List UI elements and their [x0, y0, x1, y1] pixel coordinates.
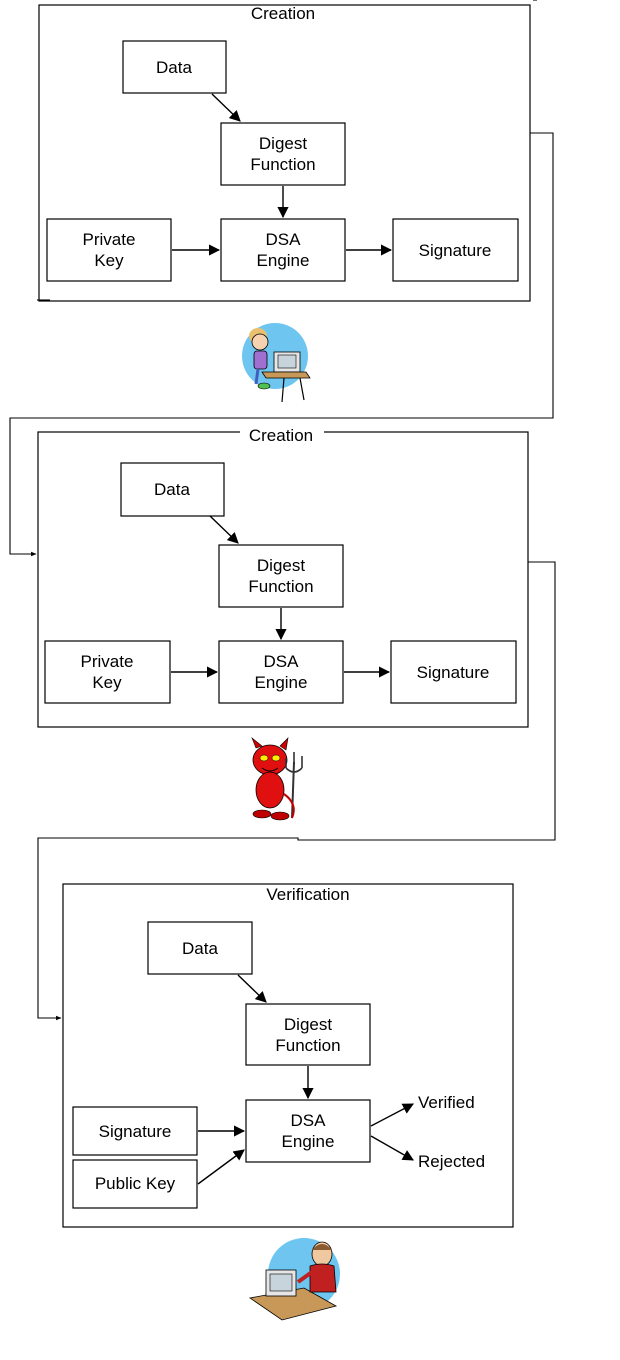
- verified-label: Verified: [418, 1093, 475, 1112]
- engine-label-line2: Engine: [282, 1132, 335, 1151]
- signature-box: [390, 640, 517, 704]
- arrow-engine-to-rejected: [370, 1135, 414, 1161]
- signature-label: Signature: [419, 241, 492, 260]
- data-box: [122, 40, 227, 94]
- private-key-label-line2: Key: [92, 673, 122, 692]
- data-box: [147, 921, 253, 975]
- digest-label-line2: Function: [248, 577, 313, 596]
- engine-label-line1: DSA: [291, 1111, 327, 1130]
- digest-label-line1: Digest: [259, 134, 307, 153]
- dsa-engine-box: [218, 640, 344, 704]
- title-mask: [240, 424, 324, 433]
- signature-label: Signature: [99, 1122, 172, 1141]
- signature-box: [392, 218, 519, 282]
- dsa-engine-box: [220, 218, 346, 282]
- engine-label-line1: DSA: [266, 230, 302, 249]
- panel-title: Creation: [249, 426, 313, 445]
- panel-verification: Verification Data Digest Function Signat…: [62, 883, 514, 1228]
- red-devil-with-pitchfork-icon: [251, 737, 303, 821]
- private-key-label-line1: Private: [83, 230, 136, 249]
- panel-title: Verification: [266, 885, 349, 904]
- engine-label-line2: Engine: [255, 673, 308, 692]
- engine-label-line2: Engine: [257, 251, 310, 270]
- woman-at-computer-icon: [242, 323, 311, 403]
- private-key-box: [44, 640, 171, 704]
- panel-creation-2: Creation Data Digest Function Private Ke…: [37, 424, 529, 728]
- private-key-label-line2: Key: [94, 251, 124, 270]
- arrow-data-to-digest: [209, 515, 239, 544]
- data-box: [120, 462, 225, 517]
- data-label: Data: [156, 58, 192, 77]
- panel-creation-1: Creation Data Digest Function Private Ke…: [38, 4, 531, 302]
- connector-panel2-to-panel3: [37, 561, 556, 1021]
- arrow-data-to-digest: [211, 93, 241, 122]
- man-at-computer-icon: [248, 1238, 340, 1321]
- data-label: Data: [154, 480, 190, 499]
- digest-label-line2: Function: [275, 1036, 340, 1055]
- arrow-data-to-digest: [237, 974, 267, 1003]
- panel-frame: [62, 883, 514, 1228]
- dsa-engine-box: [245, 1099, 371, 1163]
- digest-label-line1: Digest: [284, 1015, 332, 1034]
- private-key-label-line1: Private: [81, 652, 134, 671]
- public-key-box: [72, 1159, 198, 1209]
- digest-function-box: [245, 1003, 371, 1066]
- digest-label-line1: Digest: [257, 556, 305, 575]
- signature-box: [72, 1106, 198, 1156]
- arrow-engine-to-verified: [370, 1103, 414, 1127]
- arrow-public-key-to-engine: [197, 1149, 245, 1185]
- rejected-label: Rejected: [418, 1152, 485, 1171]
- digest-function-box: [220, 122, 346, 186]
- connector-panel1-to-panel2: [9, 0, 554, 557]
- digest-function-box: [218, 544, 344, 608]
- public-key-label: Public Key: [95, 1174, 176, 1193]
- private-key-box: [46, 218, 172, 282]
- panel-frame: [38, 4, 531, 302]
- signature-label: Signature: [417, 663, 490, 682]
- digest-label-line2: Function: [250, 155, 315, 174]
- data-label: Data: [182, 939, 218, 958]
- panel-title: Creation: [251, 4, 315, 23]
- engine-label-line1: DSA: [264, 652, 300, 671]
